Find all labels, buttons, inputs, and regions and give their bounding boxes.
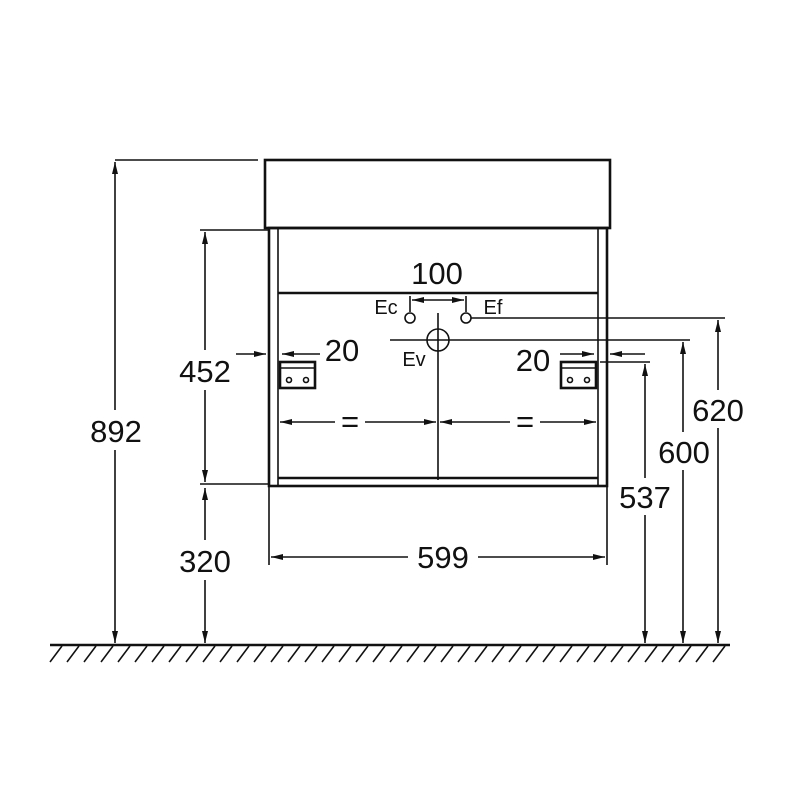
floor-hatch: [83, 645, 97, 663]
floor-hatch: [253, 645, 267, 663]
floor-hatch: [457, 645, 471, 663]
floor-hatch: [678, 645, 692, 663]
floor-hatch: [355, 645, 369, 663]
floor-hatch: [423, 645, 437, 663]
floor-hatch: [508, 645, 522, 663]
floor-hatch: [185, 645, 199, 663]
floor-hatch: [270, 645, 284, 663]
floor-hatch: [372, 645, 386, 663]
floor-hatch: [610, 645, 624, 663]
label-ef: Ef: [484, 297, 503, 319]
floor-hatch: [542, 645, 556, 663]
floor-hatch: [287, 645, 301, 663]
floor-hatch: [202, 645, 216, 663]
dim-offset-right: 20: [516, 343, 550, 378]
dim-cabinet-height: 452: [179, 354, 231, 389]
floor-line: [49, 643, 730, 663]
floor-hatch: [66, 645, 80, 663]
floor-hatch: [117, 645, 131, 663]
floor-hatch: [440, 645, 454, 663]
dim-offset-left: 20: [325, 333, 359, 368]
floor-hatch: [644, 645, 658, 663]
cold-water-inlet: [404, 312, 416, 324]
floor-hatch: [100, 645, 114, 663]
dim-supply-height: 620: [692, 393, 744, 428]
floor-hatch: [576, 645, 590, 663]
floor-hatch: [389, 645, 403, 663]
wall-bracket-left: [278, 360, 317, 390]
wall-bracket-right: [559, 360, 598, 390]
floor-hatch: [627, 645, 641, 663]
floor-hatch: [593, 645, 607, 663]
floor-hatch: [712, 645, 726, 663]
floor-hatch: [491, 645, 505, 663]
floor-hatch: [338, 645, 352, 663]
floor-hatch: [661, 645, 675, 663]
floor-hatch: [49, 645, 63, 663]
dim-tap-spacing: 100: [411, 256, 463, 291]
cabinet: [267, 226, 609, 488]
floor-hatch: [321, 645, 335, 663]
floor-hatch: [151, 645, 165, 663]
floor-hatch: [304, 645, 318, 663]
equal-left: =: [341, 404, 359, 439]
dim-total-height: 892: [90, 414, 142, 449]
dim-width: 599: [417, 540, 469, 575]
floor-hatch: [559, 645, 573, 663]
floor-hatch: [695, 645, 709, 663]
hot-water-inlet: [460, 312, 472, 324]
dim-bracket-height: 537: [619, 480, 671, 515]
dim-waste-height: 600: [658, 435, 710, 470]
floor-hatch: [219, 645, 233, 663]
floor-hatch: [525, 645, 539, 663]
basin-top: [263, 158, 612, 230]
floor-hatch: [168, 645, 182, 663]
label-ev: Ev: [402, 349, 425, 371]
floor-hatch: [474, 645, 488, 663]
label-ec: Ec: [374, 297, 397, 319]
equal-right: =: [516, 404, 534, 439]
floor-hatch: [406, 645, 420, 663]
floor-hatch: [236, 645, 250, 663]
floor-hatch: [134, 645, 148, 663]
dim-floor-clearance: 320: [179, 544, 231, 579]
